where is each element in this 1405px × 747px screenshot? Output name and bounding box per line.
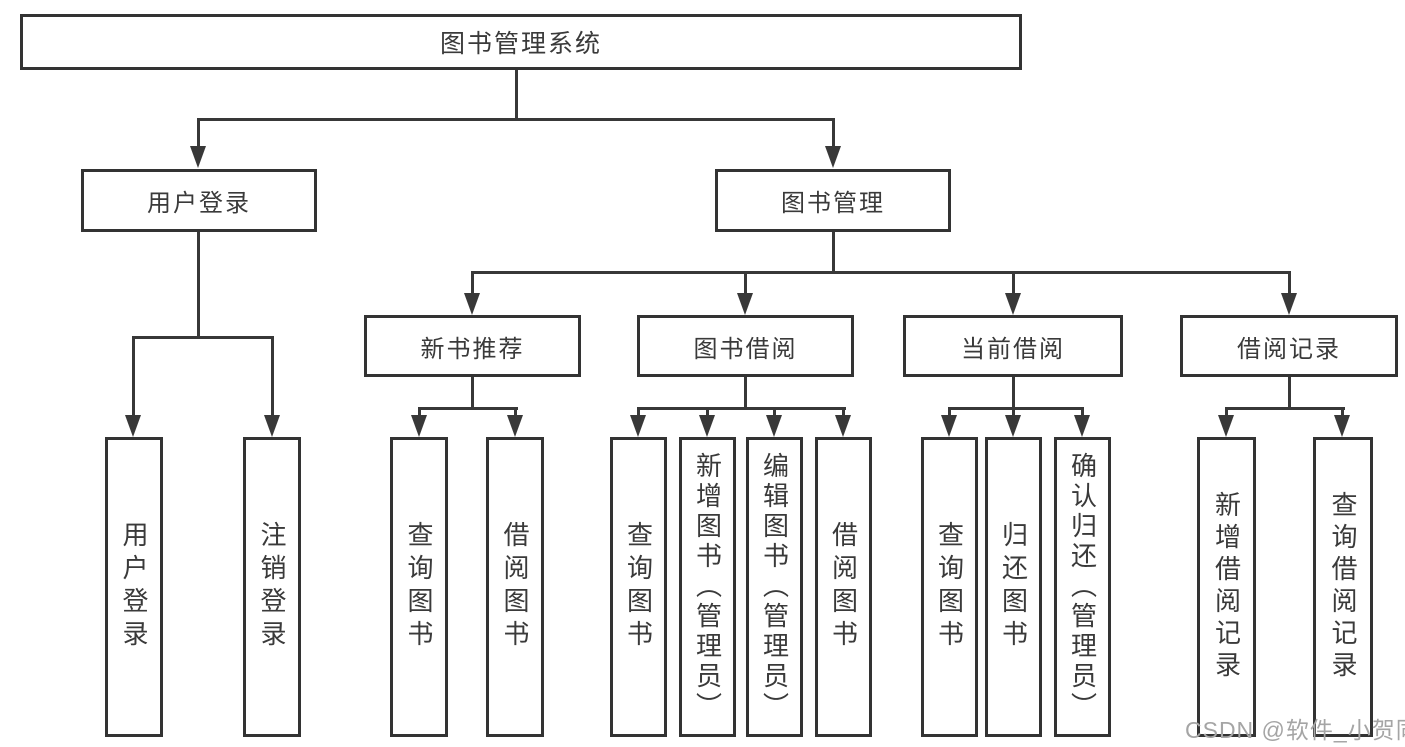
connector-line [514, 407, 517, 417]
arrow-down-icon [264, 415, 280, 437]
node-current-borrow: 当前借阅 [903, 315, 1123, 377]
connector-line [744, 271, 747, 295]
connector-line [1341, 407, 1344, 417]
arrow-down-icon [125, 415, 141, 437]
arrow-down-icon [699, 415, 715, 437]
node-root-system: 图书管理系统 [20, 14, 1022, 70]
arrow-down-icon [1281, 293, 1297, 315]
arrow-down-icon [507, 415, 523, 437]
arrow-down-icon [1074, 415, 1090, 437]
leaf-borrow-book: 借阅图书 [815, 437, 872, 737]
connector-line [471, 271, 474, 295]
connector-line [744, 377, 747, 409]
leaf-user-login: 用户登录 [105, 437, 163, 737]
leaf-query-book: 查询图书 [921, 437, 978, 737]
connector-line [773, 407, 776, 417]
connector-line [1288, 377, 1291, 409]
leaf-edit-book-admin: 编辑图书（管理员） [746, 437, 803, 737]
connector-line [832, 118, 835, 148]
connector-line [637, 407, 846, 410]
arrow-down-icon [464, 293, 480, 315]
leaf-logout: 注销登录 [243, 437, 301, 737]
node-book-management: 图书管理 [715, 169, 951, 232]
node-borrow-record: 借阅记录 [1180, 315, 1398, 377]
leaf-borrow-book: 借阅图书 [486, 437, 544, 737]
connector-line [1012, 377, 1015, 409]
connector-line [1288, 271, 1291, 295]
connector-line [197, 118, 200, 148]
leaf-return-book: 归还图书 [985, 437, 1042, 737]
node-book-borrow: 图书借阅 [637, 315, 854, 377]
arrow-down-icon [1005, 293, 1021, 315]
connector-line [515, 70, 518, 120]
leaf-confirm-return-admin: 确认归还（管理员） [1054, 437, 1111, 737]
arrow-down-icon [825, 146, 841, 168]
leaf-add-book-admin: 新增图书（管理员） [679, 437, 736, 737]
connector-line [132, 336, 135, 417]
connector-line [271, 336, 274, 417]
arrow-down-icon [766, 415, 782, 437]
node-user-login: 用户登录 [81, 169, 317, 232]
leaf-query-book: 查询图书 [390, 437, 448, 737]
connector-line [706, 407, 709, 417]
arrow-down-icon [737, 293, 753, 315]
connector-line [197, 118, 835, 121]
node-new-book-recommend: 新书推荐 [364, 315, 581, 377]
connector-line [418, 407, 421, 417]
connector-line [1012, 271, 1015, 295]
connector-line [1225, 407, 1228, 417]
connector-line [842, 407, 845, 417]
arrow-down-icon [1005, 415, 1021, 437]
arrow-down-icon [190, 146, 206, 168]
connector-line [637, 407, 640, 417]
connector-line [1225, 407, 1345, 410]
arrow-down-icon [941, 415, 957, 437]
connector-line [948, 407, 951, 417]
connector-line [471, 271, 1291, 274]
connector-line [132, 336, 274, 339]
connector-line [197, 232, 200, 336]
arrow-down-icon [1218, 415, 1234, 437]
connector-line [418, 407, 518, 410]
leaf-query-book: 查询图书 [610, 437, 667, 737]
arrow-down-icon [411, 415, 427, 437]
connector-line [832, 232, 835, 273]
leaf-query-borrow-record: 查询借阅记录 [1313, 437, 1373, 737]
arrow-down-icon [630, 415, 646, 437]
connector-line [471, 377, 474, 409]
connector-line [948, 407, 1084, 410]
arrow-down-icon [1334, 415, 1350, 437]
connector-line [1081, 407, 1084, 417]
csdn-watermark: CSDN @软件_小贺同学 [1185, 717, 1405, 743]
leaf-add-borrow-record: 新增借阅记录 [1197, 437, 1256, 737]
arrow-down-icon [835, 415, 851, 437]
connector-line [1012, 407, 1015, 417]
